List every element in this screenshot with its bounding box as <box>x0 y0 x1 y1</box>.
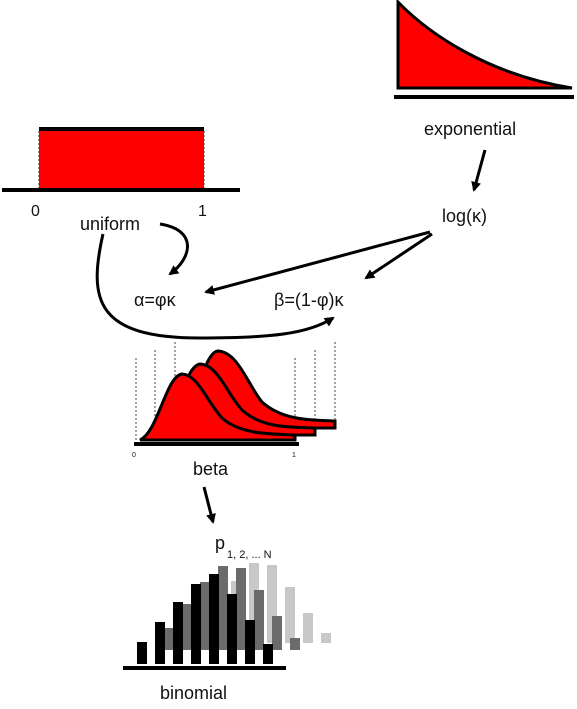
beta-tick-0: 0 <box>132 452 136 459</box>
binomial-bar <box>164 628 174 650</box>
binomial-bar <box>272 616 282 650</box>
uniform-tick-0: 0 <box>31 203 40 220</box>
binomial-bar <box>254 590 264 650</box>
beta-curve-front <box>139 372 297 442</box>
binomial-bars <box>137 563 331 664</box>
arrow-exponential-to-log <box>471 149 487 192</box>
arrow-log-to-alpha <box>204 230 431 295</box>
binomial-bar <box>267 565 277 643</box>
binomial-bar <box>191 584 201 664</box>
arrow-beta-to-p <box>202 486 216 524</box>
binomial-bar <box>321 633 331 643</box>
binomial-distribution: binomial <box>123 563 331 703</box>
beta-distribution: 0 1 beta <box>132 342 337 479</box>
binomial-bar <box>209 574 219 664</box>
log-kappa-label: log(κ) <box>442 206 487 226</box>
binomial-bar <box>263 644 273 664</box>
binomial-bar <box>137 642 147 664</box>
binomial-bar <box>303 613 313 643</box>
binomial-bar <box>290 638 300 650</box>
beta-label: beta <box>193 459 229 479</box>
p-base: p <box>215 533 225 553</box>
exponential-density <box>396 0 573 90</box>
arrow-log-to-beta <box>364 232 433 280</box>
binomial-label: binomial <box>160 683 227 703</box>
exponential-distribution: exponential <box>394 0 574 139</box>
p-subscript: 1, 2, ... N <box>227 549 272 561</box>
uniform-label: uniform <box>80 214 140 234</box>
binomial-bar <box>218 566 228 650</box>
beta-parameter: β=(1-φ)κ <box>274 290 345 310</box>
binomial-bar <box>173 602 183 664</box>
binomial-bar <box>200 582 210 650</box>
probability-vector-label: p 1, 2, ... N <box>215 533 272 561</box>
binomial-bar <box>236 568 246 650</box>
exponential-label: exponential <box>424 119 516 139</box>
arrow-uniform-to-beta <box>95 233 335 340</box>
uniform-distribution: 0 1 uniform <box>2 127 240 234</box>
alpha-parameter: α=φκ <box>134 290 177 310</box>
uniform-tick-1: 1 <box>198 203 207 220</box>
binomial-bar <box>245 620 255 664</box>
uniform-density-fill <box>39 129 204 189</box>
binomial-bar <box>155 622 165 664</box>
binomial-bar <box>285 587 295 643</box>
arrow-uniform-to-alpha <box>159 222 189 276</box>
binomial-bar <box>182 604 192 650</box>
beta-tick-1: 1 <box>292 452 296 459</box>
binomial-bar <box>227 594 237 664</box>
